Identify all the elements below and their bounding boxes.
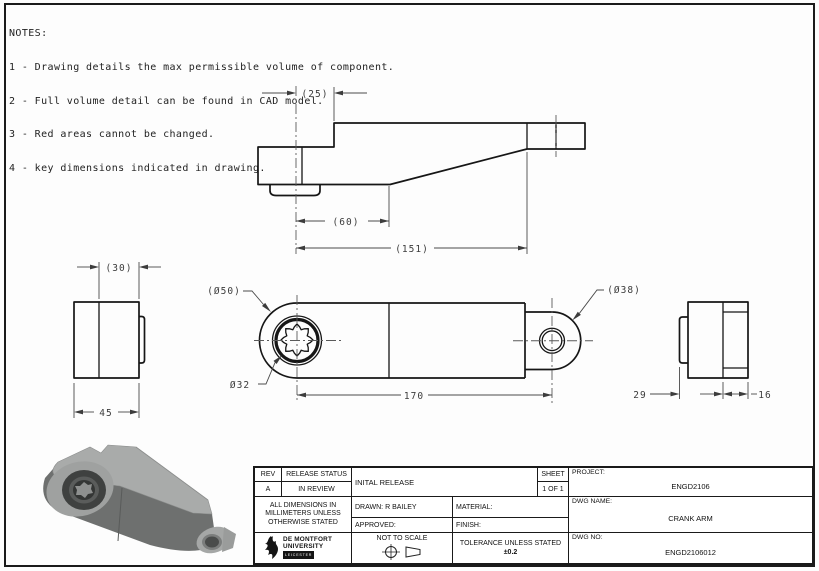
dia-50-label: (Ø50)	[207, 286, 241, 297]
dwg-no-label: DWG NO:	[572, 534, 603, 541]
dim-25-label: (25)	[302, 89, 329, 100]
left-side-view: (30) 45	[73, 262, 161, 419]
dmu-logo-mark	[265, 536, 278, 559]
scale-cell: NOT TO SCALE	[352, 533, 453, 563]
tolerance-line2: ±0.2	[503, 549, 518, 556]
front-view: 170 (Ø50) (Ø38) Ø32	[207, 285, 641, 403]
dim-16-label: 16	[758, 390, 771, 401]
project-cell: PROJECT: ENGD2106	[569, 468, 812, 497]
projection-symbol	[382, 544, 421, 560]
dwg-no-value: ENGD2106012	[665, 547, 716, 557]
release-note-cell: INITAL RELEASE	[352, 468, 538, 497]
dim-29-label: 29	[633, 390, 646, 401]
page-border	[4, 3, 815, 567]
top-view: (25) (60) (151)	[257, 86, 586, 255]
project-value: ENGD2106	[671, 481, 710, 491]
dwg-name-label: DWG NAME:	[572, 498, 613, 505]
dwg-name-value: CRANK ARM	[668, 514, 713, 523]
note-line: 4 - key dimensions indicated in drawing.	[9, 162, 266, 174]
drawn-cell: DRAWN: R BAILEY	[352, 497, 453, 518]
dimension-note-cell: ALL DIMENSIONS IN MILLIMETERS UNLESS OTH…	[255, 497, 352, 533]
isometric-view	[43, 444, 236, 554]
sheet-value-cell: 1 OF 1	[538, 482, 569, 497]
rev-value-cell: A	[255, 482, 282, 497]
dimension-note-line: MILLIMETERS UNLESS	[265, 510, 341, 518]
logo-line1: DE MONTFORT	[283, 536, 333, 544]
rev-label-cell: REV	[255, 468, 282, 482]
dimension-note-line: OTHERWISE STATED	[268, 518, 338, 526]
tolerance-line1: TOLERANCE UNLESS STATED	[459, 540, 562, 547]
dwg-no-cell: DWG NO: ENGD2106012	[569, 533, 812, 563]
tolerance-cell: TOLERANCE UNLESS STATED ±0.2	[453, 533, 569, 563]
logo-line3: LEICESTER	[283, 551, 315, 559]
logo-line2: UNIVERSITY	[283, 542, 324, 550]
note-line: 2 - Full volume detail can be found in C…	[9, 95, 324, 107]
note-line: 3 - Red areas cannot be changed.	[9, 129, 215, 141]
dia-38-label: (Ø38)	[607, 285, 641, 296]
note-line: 1 - Drawing details the max permissible …	[9, 62, 395, 74]
title-block: REV RELEASE STATUS INITAL RELEASE SHEET …	[253, 466, 814, 565]
approved-cell: APPROVED:	[352, 518, 453, 533]
dwg-name-cell: DWG NAME: CRANK ARM	[569, 497, 812, 533]
right-side-view: 29 16	[633, 301, 771, 401]
notes-title: NOTES:	[9, 28, 48, 40]
dia-32-label: Ø32	[230, 380, 250, 391]
finish-cell: FINISH:	[453, 518, 569, 533]
release-status-value-cell: IN REVIEW	[282, 482, 352, 497]
notes: NOTES: 1 - Drawing details the max permi…	[9, 6, 394, 196]
dmu-logo: DE MONTFORT UNIVERSITY LEICESTER	[255, 533, 352, 563]
dim-30-label: (30)	[106, 263, 133, 274]
dim-60-label: (60)	[333, 217, 360, 228]
material-cell: MATERIAL:	[453, 497, 569, 518]
sheet-label-cell: SHEET	[538, 468, 569, 482]
dim-45-label: 45	[99, 408, 112, 419]
dimension-note-line: ALL DIMENSIONS IN	[269, 501, 337, 509]
scale-note: NOT TO SCALE	[376, 535, 428, 542]
release-status-label-cell: RELEASE STATUS	[282, 468, 352, 482]
dim-170-label: 170	[404, 391, 424, 402]
dim-151-label: (151)	[395, 244, 429, 255]
project-label: PROJECT:	[572, 469, 605, 476]
